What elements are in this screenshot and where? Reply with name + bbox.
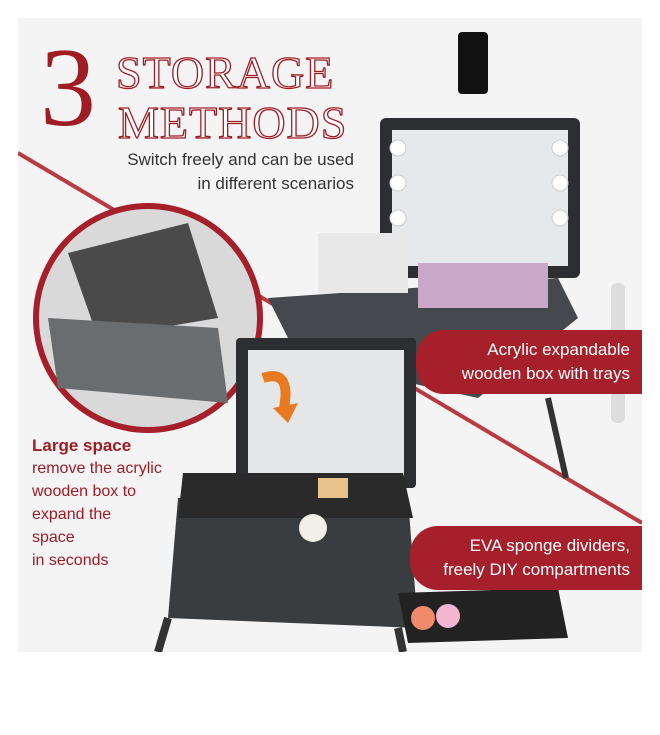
large-space-title: Large space: [32, 436, 132, 455]
large-space-callout: Large space remove the acrylic wooden bo…: [32, 434, 162, 572]
acrylic-line1: Acrylic expandable: [487, 340, 630, 359]
lower-mirror: [248, 350, 404, 476]
dividers: [178, 473, 413, 518]
headline-line1: STORAGE: [115, 47, 335, 98]
eva-line2: freely DIY compartments: [443, 560, 630, 579]
large-space-line: space: [32, 529, 75, 546]
lower-case-body: [168, 498, 418, 628]
large-space-line: expand the: [32, 506, 112, 523]
eyeshadow-palette: [418, 263, 548, 308]
mirror-bulbs: [389, 139, 569, 227]
mirror: [392, 130, 568, 266]
large-space-line: wooden box to: [32, 483, 137, 500]
subtitle-line1: Switch freely and can be used: [127, 150, 354, 169]
arrow-icon: [261, 371, 291, 415]
side-tray: [398, 588, 568, 643]
headline-number: 3: [40, 26, 96, 150]
eva-callout: EVA sponge dividers, freely DIY compartm…: [410, 526, 642, 590]
acrylic-callout: Acrylic expandable wooden box with trays: [416, 330, 642, 394]
lipstick-tray: [318, 233, 408, 293]
large-space-line: remove the acrylic: [32, 460, 162, 477]
product-image: 3 STORAGE METHODS Switch freely and can …: [18, 18, 642, 652]
headline-line2: METHODS: [117, 97, 348, 148]
large-space-line: in seconds: [32, 552, 109, 569]
eva-line1: EVA sponge dividers,: [469, 536, 630, 555]
subtitle-line2: in different scenarios: [197, 174, 354, 193]
phone-holder: [458, 32, 488, 94]
product-illustration: [18, 32, 642, 652]
inset-lid: [68, 223, 218, 338]
acrylic-line2: wooden box with trays: [461, 364, 630, 383]
